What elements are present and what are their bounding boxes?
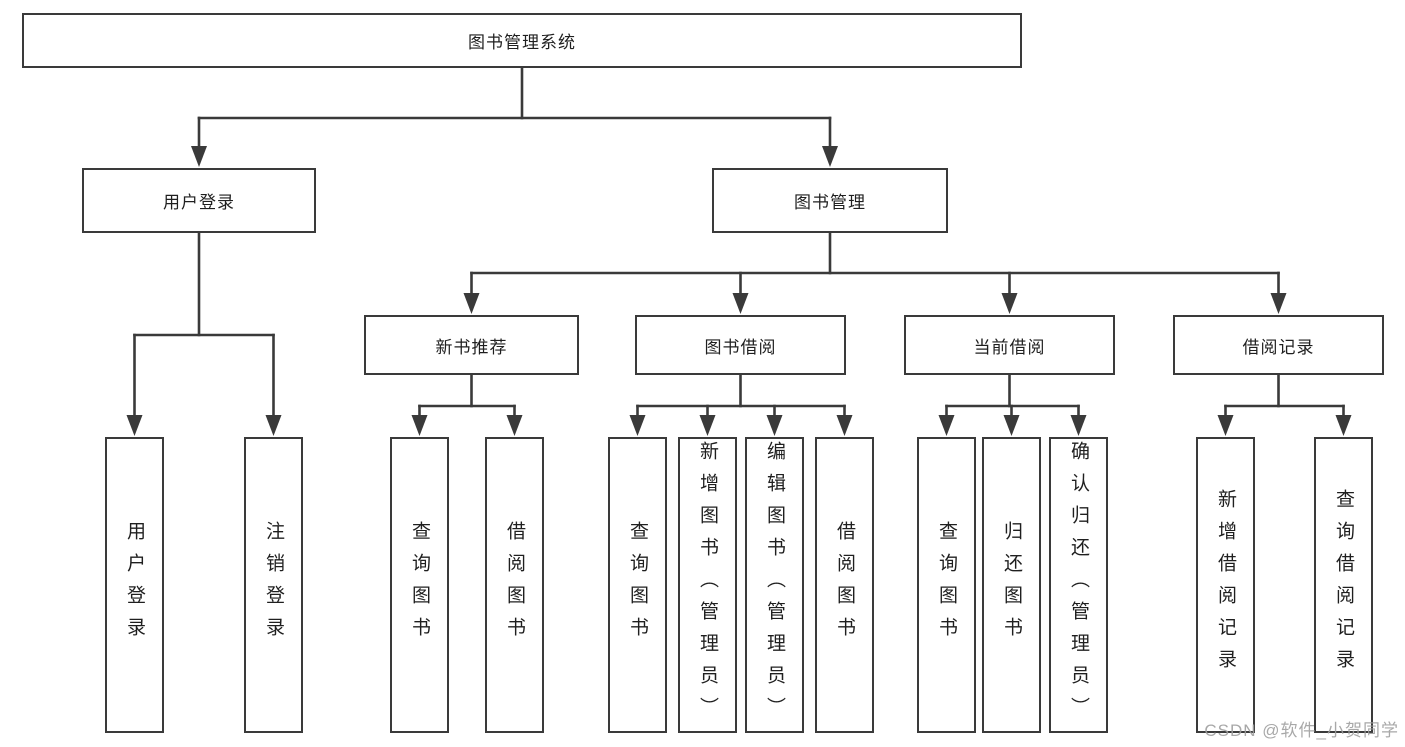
leaf-borrow-books-borrowing: 借阅图书 bbox=[815, 437, 874, 733]
leaf-query-borrow-record: 查询借阅记录 bbox=[1314, 437, 1373, 733]
leaf-edit-books-admin: 编辑图书（管理员） bbox=[745, 437, 804, 733]
leaf-borrow-books-recommend: 借阅图书 bbox=[485, 437, 544, 733]
leaf-add-borrow-record: 新增借阅记录 bbox=[1196, 437, 1255, 733]
leaf-return-books: 归还图书 bbox=[982, 437, 1041, 733]
csdn-watermark: CSDN @软件_小贺同学 bbox=[1204, 721, 1399, 740]
leaf-add-books-admin: 新增图书（管理员） bbox=[678, 437, 737, 733]
leaf-logout: 注销登录 bbox=[244, 437, 303, 733]
leaf-query-books-recommend: 查询图书 bbox=[390, 437, 449, 733]
node-root-system: 图书管理系统 bbox=[22, 13, 1022, 68]
leaf-query-books-borrowing: 查询图书 bbox=[608, 437, 667, 733]
leaf-confirm-return-admin: 确认归还（管理员） bbox=[1049, 437, 1108, 733]
node-current-borrowing: 当前借阅 bbox=[904, 315, 1115, 375]
node-borrowing-records: 借阅记录 bbox=[1173, 315, 1384, 375]
node-book-borrowing: 图书借阅 bbox=[635, 315, 846, 375]
leaf-query-books-current: 查询图书 bbox=[917, 437, 976, 733]
node-user-login-module: 用户登录 bbox=[82, 168, 316, 233]
node-new-book-recommendation: 新书推荐 bbox=[364, 315, 579, 375]
node-book-management-module: 图书管理 bbox=[712, 168, 948, 233]
leaf-user-login: 用户登录 bbox=[105, 437, 164, 733]
